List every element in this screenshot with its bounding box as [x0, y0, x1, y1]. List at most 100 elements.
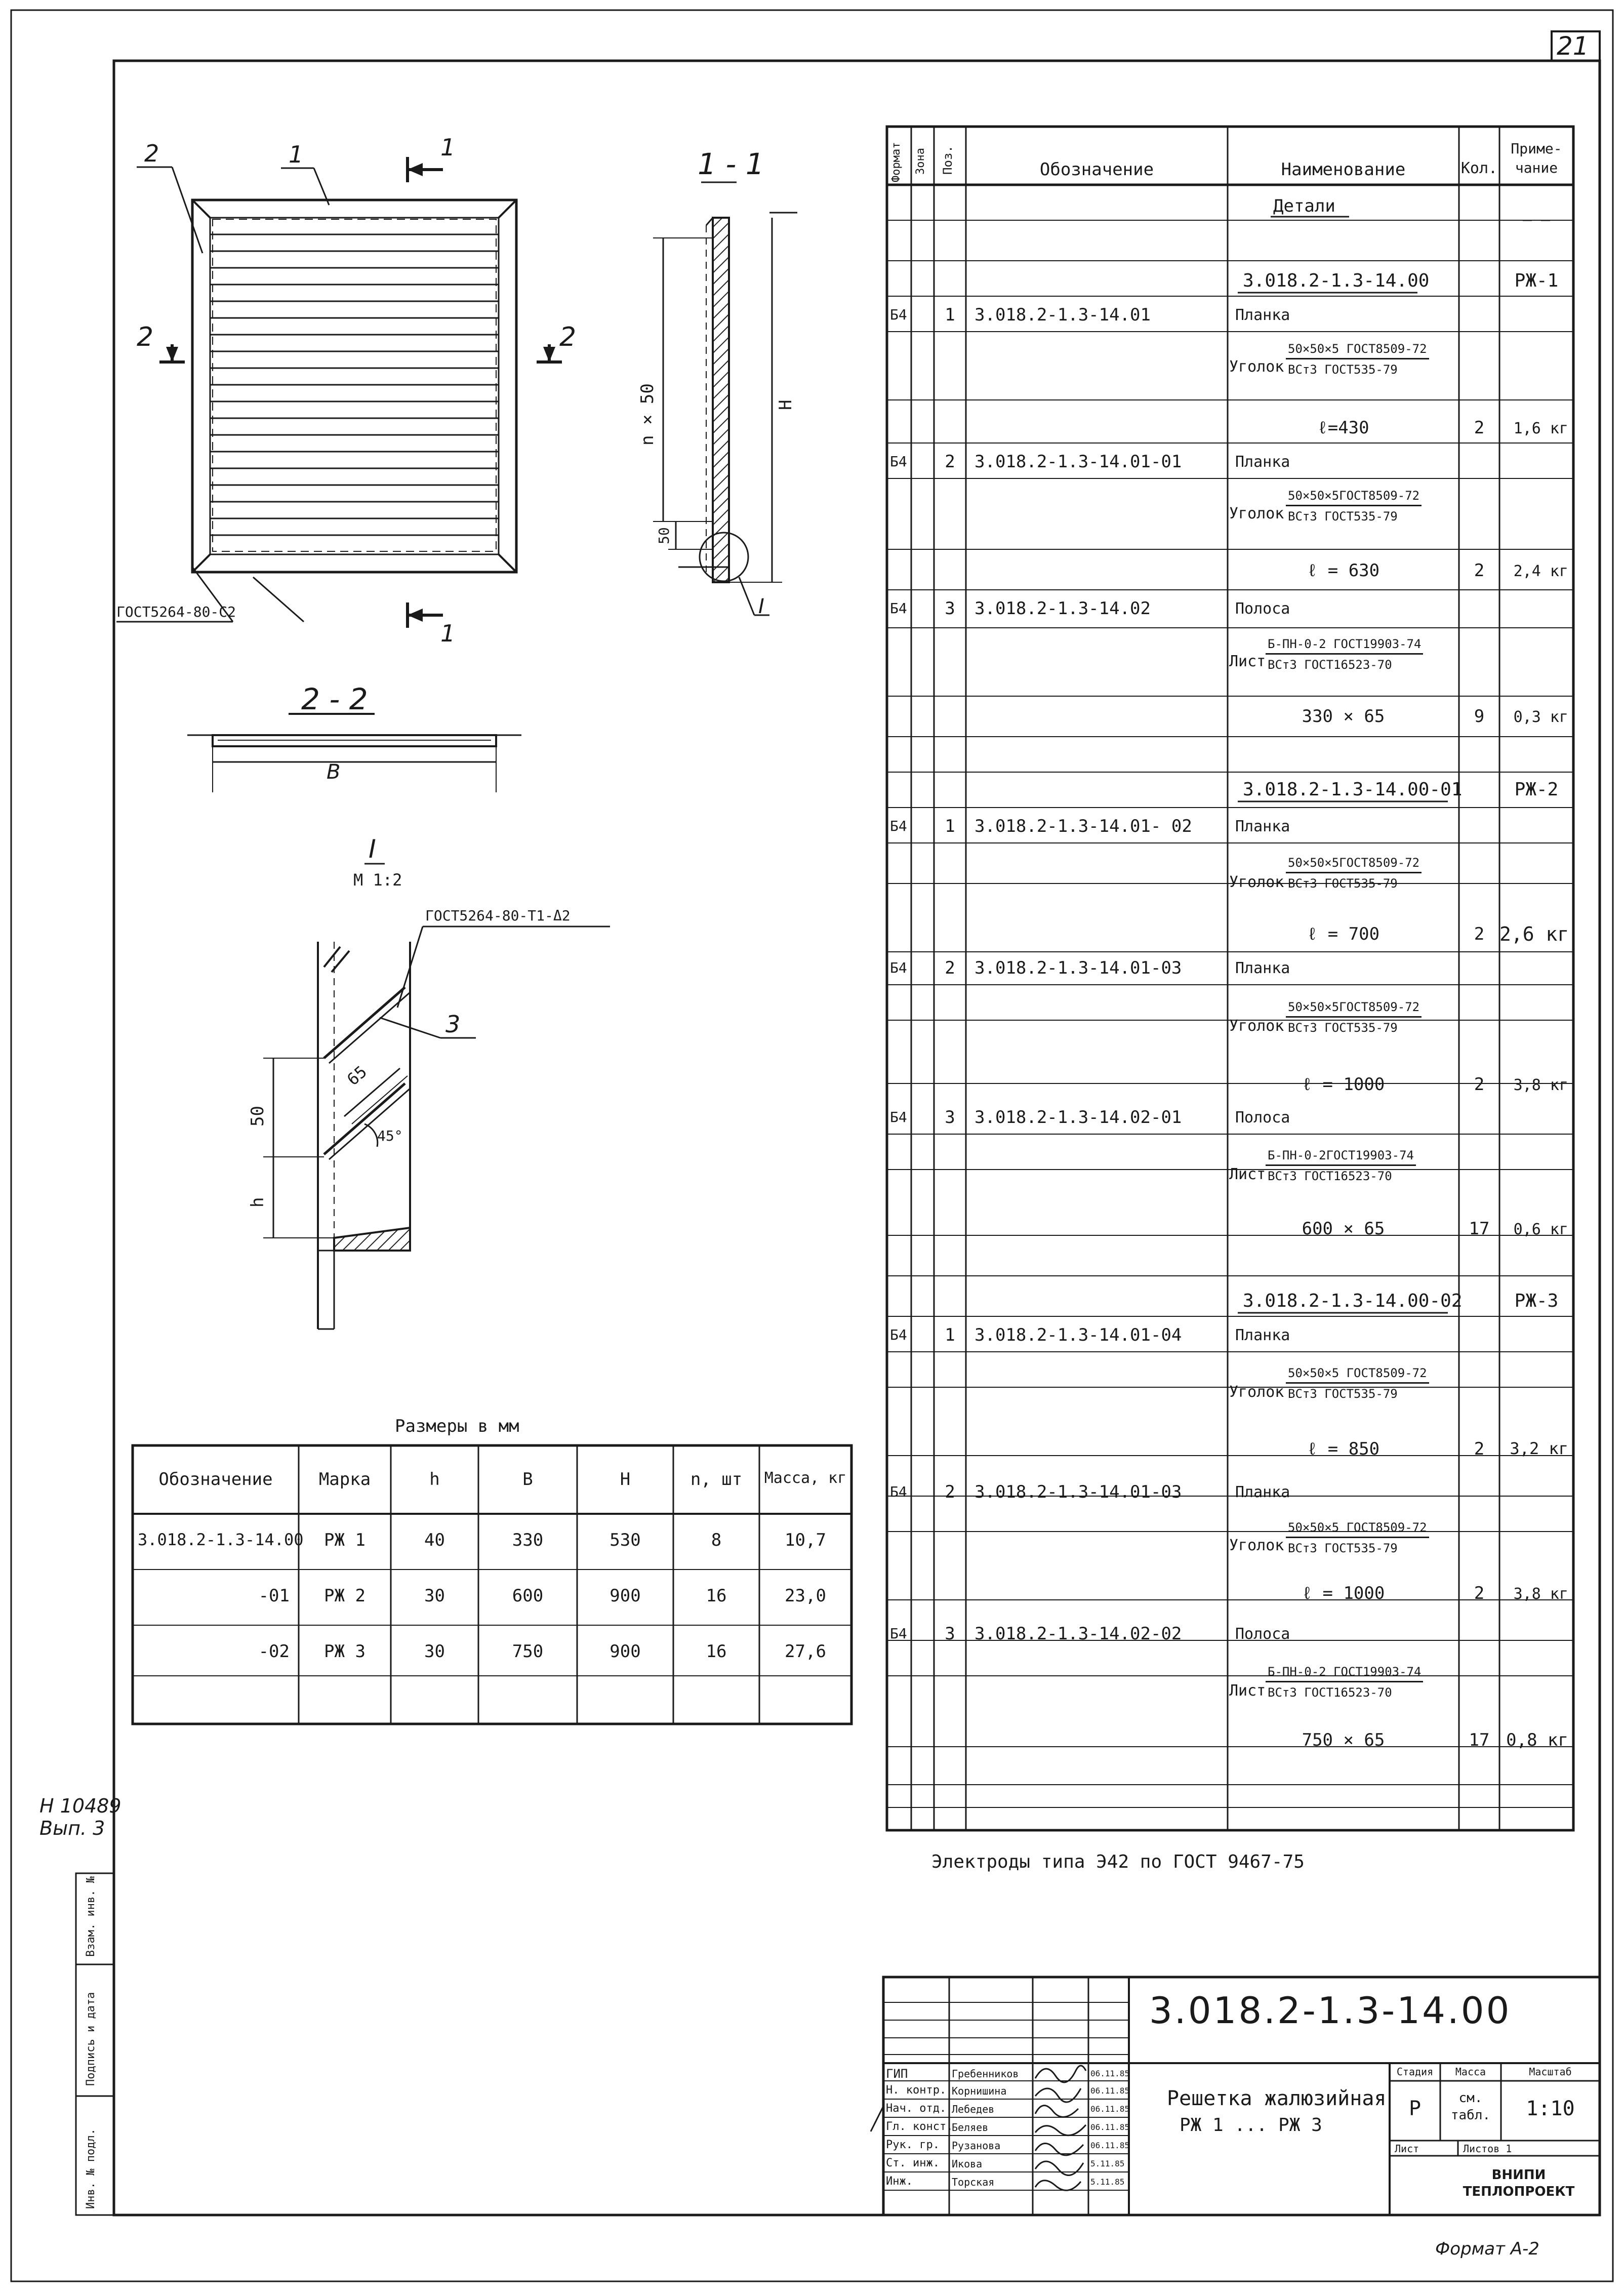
staff-name: Торская	[952, 2176, 995, 2188]
staff-date: 06.11.85	[1090, 2086, 1130, 2096]
spec-mass: 2,4 кг	[1513, 562, 1568, 580]
spec-header-zone: Зона	[914, 148, 927, 175]
sizes-cell: РЖ 2	[324, 1586, 366, 1606]
spec-material: Лист	[1229, 653, 1266, 670]
sizes-header-mark: Марка	[318, 1469, 371, 1490]
spec-qty: 2	[1474, 1583, 1485, 1603]
spec-mass: 3,8 кг	[1513, 1076, 1568, 1094]
spec-group-note: РЖ-1	[1514, 270, 1559, 291]
spec-section-title: Детали	[1273, 196, 1335, 216]
spec-material-denominator: ВСт3 ГОСТ535-79	[1288, 509, 1398, 524]
spec-material-numerator: 50×50×5ГОСТ8509-72	[1286, 489, 1422, 506]
spec-format: Б4	[890, 306, 907, 323]
spec-material-numerator: 50×50×5ГОСТ8509-72	[1286, 856, 1422, 873]
section-1-1-title: 1 - 1	[698, 147, 764, 181]
section-1-1-dim-h: H	[776, 399, 796, 410]
sizes-header-mass: Масса, кг	[764, 1469, 847, 1487]
spec-group-title: 3.018.2-1.3-14.00-02	[1243, 1291, 1463, 1311]
sizes-cell: -02	[258, 1641, 290, 1662]
sizes-cell: РЖ 3	[324, 1641, 366, 1662]
spec-qty: 2	[1474, 560, 1485, 581]
staff-role: Гл. конст.	[886, 2120, 953, 2133]
spec-mass: 3,8 кг	[1513, 1585, 1568, 1603]
spec-pos: 1	[945, 1325, 955, 1345]
spec-name: Полоса	[1235, 600, 1290, 618]
margin-stamp	[75, 1872, 115, 2216]
spec-mass: 0,8 кг	[1506, 1730, 1568, 1750]
sizes-cell: 16	[706, 1586, 727, 1606]
spec-material-denominator: ВСт3 ГОСТ535-79	[1288, 1021, 1398, 1035]
front-weld-note: ГОСТ5264-80-С2	[116, 603, 236, 620]
spec-name: Планка	[1235, 1326, 1290, 1344]
section-2-2-view	[187, 713, 521, 792]
spec-group-note: РЖ-3	[1514, 1291, 1559, 1311]
title-block-grid	[870, 1976, 1601, 2217]
spec-material: Уголок	[1229, 358, 1284, 376]
spec-material: Лист	[1229, 1682, 1266, 1700]
spec-pos: 3	[945, 1107, 955, 1128]
spec-material: Уголок	[1229, 1537, 1284, 1554]
spec-material: Уголок	[1229, 1383, 1284, 1401]
spec-designation: 3.018.2-1.3-14.01-01	[975, 452, 1182, 472]
spec-name: Планка	[1235, 453, 1290, 471]
sizes-cell: 40	[424, 1530, 445, 1550]
staff-name: Гребенников	[952, 2068, 1019, 2080]
staff-name: Корнишина	[952, 2085, 1007, 2097]
front-view	[116, 157, 562, 628]
spec-header-designation: Обозначение	[1039, 159, 1154, 180]
cut-marker-left-label: 2	[137, 322, 154, 352]
sizes-cell: 30	[424, 1586, 445, 1606]
spec-name: Планка	[1235, 306, 1290, 324]
detail-I-title: I	[369, 834, 376, 864]
sizes-header-n: n, шт	[690, 1469, 743, 1490]
signatures	[1034, 2065, 1087, 2191]
spec-qty: 17	[1469, 1730, 1490, 1750]
section-1-1-dim-50: 50	[656, 527, 672, 544]
staff-date: 06.11.85	[1090, 2141, 1130, 2150]
section-1-1-view	[653, 181, 797, 616]
staff-role: Н. контр.	[886, 2084, 947, 2097]
sizes-cell: 900	[610, 1641, 641, 1662]
detail-I-scale: М 1:2	[353, 870, 402, 890]
staff-name: Лебедев	[952, 2103, 995, 2115]
spec-format: Б4	[890, 600, 907, 617]
front-label-side: 2	[144, 140, 159, 167]
spec-size: ℓ = 850	[1307, 1439, 1380, 1459]
document-title: Решетка жалюзийная	[1167, 2087, 1387, 2110]
spec-size: ℓ = 630	[1307, 560, 1380, 581]
spec-pos: 2	[945, 958, 955, 978]
sizes-cell: 8	[711, 1530, 722, 1550]
staff-role: Инж.	[886, 2175, 913, 2188]
inventory-number: Н 10489	[39, 1795, 121, 1817]
front-label-plank: 1	[289, 141, 304, 168]
spec-size: ℓ = 1000	[1302, 1074, 1385, 1095]
spec-name: Полоса	[1235, 1109, 1290, 1126]
sheet-label: Лист	[1395, 2143, 1419, 2155]
section-2-2-dim-b: B	[327, 760, 341, 784]
spec-qty: 2	[1474, 1439, 1485, 1459]
document-subtitle: РЖ 1 ... РЖ 3	[1180, 2115, 1322, 2136]
sizes-cell: 10,7	[785, 1530, 826, 1550]
spec-name: Планка	[1235, 959, 1290, 977]
staff-date: 5.11.85	[1090, 2159, 1125, 2168]
spec-name: Полоса	[1235, 1625, 1290, 1643]
spec-material-denominator: ВСт3 ГОСТ535-79	[1288, 1387, 1398, 1401]
spec-qty: 17	[1469, 1219, 1490, 1239]
section-1-1-detail-ref: I	[758, 595, 764, 618]
spec-header-pos: Поз.	[941, 145, 955, 175]
spec-size: 750 × 65	[1302, 1730, 1385, 1750]
mass-label: Масса	[1455, 2066, 1486, 2078]
sizes-cell: 600	[512, 1586, 544, 1606]
sizes-header-h: h	[429, 1469, 440, 1490]
spec-qty: 2	[1474, 418, 1485, 438]
sizes-cell: 27,6	[785, 1641, 826, 1662]
sizes-cell: 23,0	[785, 1586, 826, 1606]
spec-mass: 3,2 кг	[1510, 1439, 1568, 1458]
spec-format: Б4	[890, 1483, 907, 1500]
